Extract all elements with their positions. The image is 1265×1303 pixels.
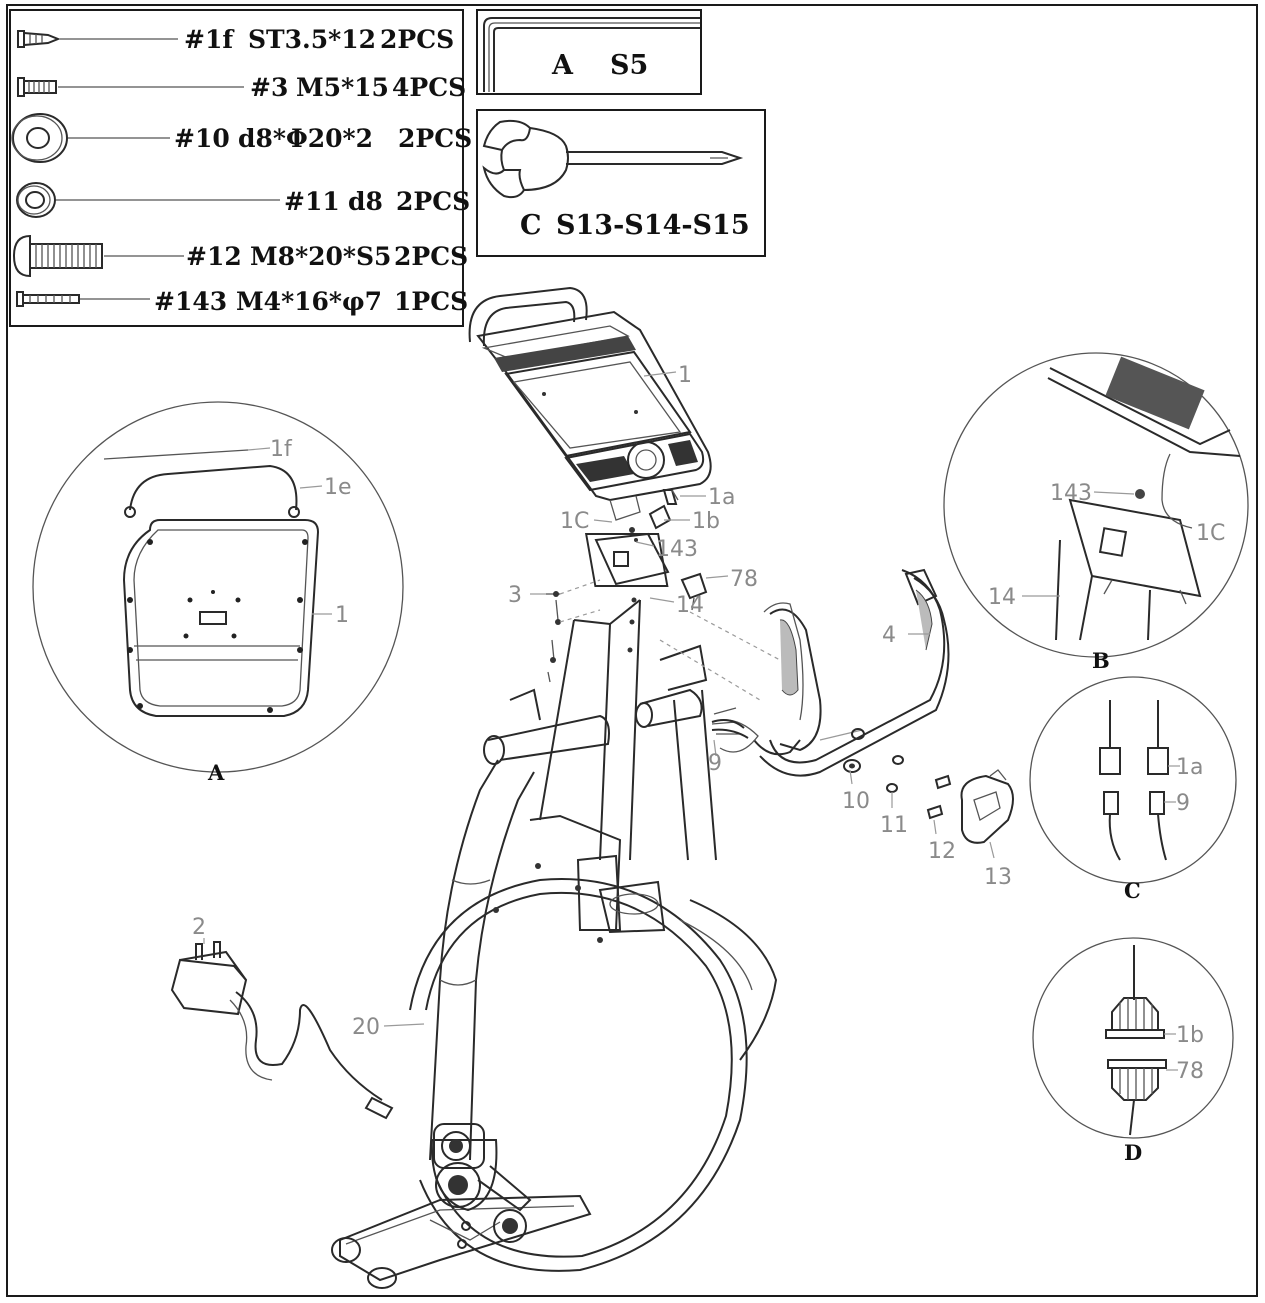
hardware-qty: 2PCS <box>380 25 454 54</box>
hardware-size: M5*15 <box>296 73 389 102</box>
hardware-size: d8*Φ20*2 <box>238 124 373 153</box>
handlebar-wire <box>711 719 749 757</box>
detail-label: 1f <box>270 437 293 462</box>
hardware-qty: 2PCS <box>398 124 472 153</box>
leader-lines <box>383 371 930 1027</box>
hardware-list-frame <box>9 9 464 327</box>
detail-label: 1 <box>335 603 349 628</box>
tool-size: S13-S14-S15 <box>556 210 750 241</box>
hardware-size: ST3.5*12 <box>248 25 376 54</box>
detail-label: 9 <box>1176 791 1190 816</box>
detail-title: A <box>207 760 225 785</box>
part-label-1c: 1C <box>560 509 589 534</box>
part-label-2: 2 <box>192 915 206 940</box>
hardware-code: #10 <box>174 124 230 153</box>
hardware-list: #1f ST3.5*12 2PCS #3 M5*15 4PCS #10 <box>9 9 472 327</box>
tool-frame <box>476 9 702 95</box>
part-label-11: 11 <box>880 813 908 838</box>
part-label-3: 3 <box>508 583 522 608</box>
hardware-row-11: #11 d8 2PCS <box>16 182 470 218</box>
rear-column <box>493 814 666 943</box>
power-adapter <box>170 938 394 1120</box>
hardware-size: M8*20*S5 <box>250 242 391 271</box>
hardware-code: #1f <box>184 25 235 54</box>
hardware-row-143: #143 M4*16*φ7 1PCS <box>16 287 468 316</box>
allen-key-icon <box>483 17 700 92</box>
detail-label: 1e <box>324 475 352 500</box>
part-label-143: 143 <box>656 537 698 562</box>
detail-title: D <box>1124 1140 1142 1165</box>
detail-title: C <box>1124 878 1141 903</box>
round-connector-drawing <box>1105 945 1178 1136</box>
base-stabilizer <box>331 1194 592 1289</box>
spring-washer-icon <box>16 182 56 218</box>
hardware-row-12: #12 M8*20*S5 2PCS <box>12 234 468 278</box>
hardware-code: #3 <box>250 73 288 102</box>
console-unit <box>468 286 712 521</box>
console-back-drawing <box>103 447 332 717</box>
part-label-4: 4 <box>882 623 896 648</box>
mast-plate-drawing <box>1022 356 1241 641</box>
hardware-code: #11 <box>284 187 340 216</box>
part-label-12: 12 <box>928 839 956 864</box>
hardware-qty: 4PCS <box>392 73 466 102</box>
detail-label: 78 <box>1176 1059 1204 1084</box>
side-handles <box>483 644 717 861</box>
hardware-qty: 2PCS <box>394 242 468 271</box>
part-label-console: 1 <box>678 363 692 388</box>
part-label-10: 10 <box>842 789 870 814</box>
main-frame-tube <box>429 759 535 1212</box>
hardware-size: M4*16*φ7 <box>236 287 382 316</box>
part-label-1b: 1b <box>692 509 720 534</box>
detail-label: 143 <box>1050 481 1092 506</box>
hardware-row-1f: #1f ST3.5*12 2PCS <box>17 25 454 54</box>
screw-icon <box>17 30 61 48</box>
bike-assembly-drawing <box>170 286 1014 1289</box>
part-label-20: 20 <box>352 1015 380 1040</box>
part-label-78: 78 <box>730 567 758 592</box>
detail-label: 1a <box>1176 755 1203 780</box>
mast-bolts <box>530 579 781 701</box>
hardware-code: #12 <box>186 242 242 271</box>
tool-size: S5 <box>610 50 648 81</box>
bolt-icon <box>12 234 103 278</box>
part-label-1a: 1a <box>708 485 735 510</box>
hardware-qty: 2PCS <box>396 187 470 216</box>
detail-a: 1f 1e 1 A <box>32 401 404 785</box>
tool-wrench: C S13-S14-S15 <box>476 109 766 257</box>
hardware-code: #143 <box>154 287 227 316</box>
handlebar <box>711 568 950 777</box>
wire-connector-drawing <box>1099 700 1180 861</box>
tool-letter: A <box>551 50 574 81</box>
part-labels: 1 1a 1b 1C 143 78 3 14 4 9 10 11 12 13 2… <box>192 363 1012 1040</box>
assembly-sheet <box>6 4 1258 1297</box>
tool-letter: C <box>520 210 542 241</box>
screw-icon <box>16 291 80 307</box>
detail-title: B <box>1092 648 1110 673</box>
detail-c: 1a 9 C <box>1029 676 1237 903</box>
bolt-icon <box>17 77 57 97</box>
tool-allen-key: A S5 <box>476 9 702 95</box>
part-label-9: 9 <box>708 751 722 776</box>
wrench-icon <box>482 119 744 199</box>
part-label-13: 13 <box>984 865 1012 890</box>
hardware-size: d8 <box>348 187 383 216</box>
console-mast <box>539 527 670 861</box>
handlebar-hardware <box>843 728 1014 859</box>
part-label-14: 14 <box>676 593 704 618</box>
tool-frame <box>476 109 766 257</box>
washer-icon <box>11 113 68 163</box>
flywheel-housing <box>409 878 778 1272</box>
detail-label: 1b <box>1176 1023 1204 1048</box>
hardware-row-10: #10 d8*Φ20*2 2PCS <box>11 113 472 163</box>
hardware-row-3: #3 M5*15 4PCS <box>17 73 466 102</box>
detail-b: 143 1C 14 B <box>943 352 1249 673</box>
detail-label: 14 <box>988 585 1016 610</box>
detail-label: 1C <box>1196 521 1225 546</box>
detail-d: 1b 78 D <box>1032 937 1234 1165</box>
hardware-qty: 1PCS <box>394 287 468 316</box>
